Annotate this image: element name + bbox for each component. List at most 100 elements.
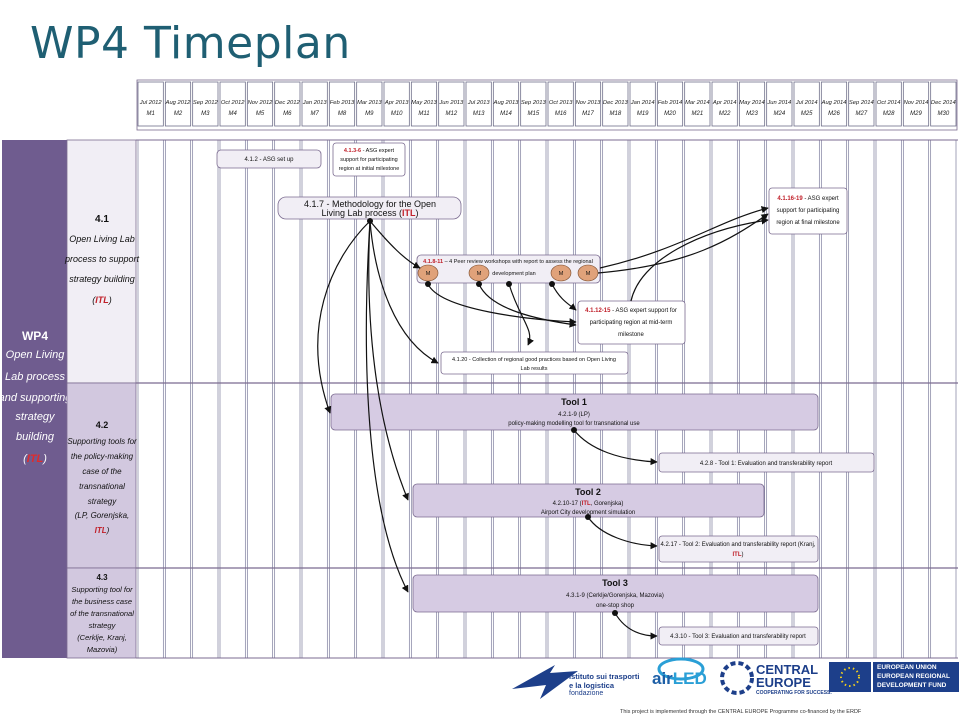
svg-text:4.1.3-6 - ASG expert: 4.1.3-6 - ASG expert <box>344 148 395 154</box>
wp4-line: building <box>16 431 55 443</box>
month-date-label: Jan 2013 <box>302 100 328 106</box>
section-43-cell <box>66 567 137 659</box>
month-cell <box>246 81 274 127</box>
section-41-label: 4.1 Open Living Lab process to support s… <box>64 214 140 305</box>
month-number-label: M1 <box>146 111 154 117</box>
milestone-markers: M M M M <box>417 264 599 282</box>
month-date-label: Jan 2014 <box>630 100 655 106</box>
svg-text:4.1.2 - ASG set up: 4.1.2 - ASG set up <box>244 157 294 163</box>
month-number-label: M5 <box>256 111 265 117</box>
month-cell <box>766 81 793 127</box>
month-cell <box>656 81 684 127</box>
svg-text:Mazovia): Mazovia) <box>87 645 118 654</box>
wp4-column <box>2 140 67 658</box>
month-date-label: Sep 2013 <box>521 100 547 106</box>
svg-text:4.2.1-9 (LP): 4.2.1-9 (LP) <box>558 412 590 418</box>
svg-text:region at initial milestone: region at initial milestone <box>339 166 400 172</box>
eu-name: DEVELOPMENT FUND <box>877 682 947 689</box>
month-cell <box>465 81 492 127</box>
month-date-label: Dec 2014 <box>931 100 956 106</box>
month-cell <box>438 81 465 127</box>
month-number-label: M3 <box>201 111 210 117</box>
section-42-label: 4.2 Supporting tools for the policy-maki… <box>67 420 137 535</box>
activity-4-1-3-6 <box>332 142 406 177</box>
month-date-label: Aug 2012 <box>165 100 192 106</box>
svg-text:participating region at mid-te: participating region at mid-term <box>590 320 673 326</box>
svg-text:4.3.1-9 (Cerklje/Gorenjska, Ma: 4.3.1-9 (Cerklje/Gorenjska, Mazovia) <box>566 593 664 599</box>
month-number-label: M2 <box>174 111 183 117</box>
svg-text:policy-making modelling tool f: policy-making modelling tool for transna… <box>508 421 640 427</box>
month-number-label: M24 <box>773 111 785 117</box>
month-number-label: M26 <box>828 111 840 117</box>
month-date-label: Jul 2014 <box>795 100 818 106</box>
wp4-line: and supporting <box>0 392 72 404</box>
month-cell <box>902 81 930 127</box>
month-date-label: Jul 2012 <box>139 100 163 106</box>
svg-text:M: M <box>426 271 431 277</box>
month-cell <box>820 81 848 127</box>
month-number-label: M29 <box>910 111 922 117</box>
month-date-label: Jun 2013 <box>438 100 464 106</box>
month-number-label: M23 <box>746 111 758 117</box>
month-number-label: M14 <box>500 111 512 117</box>
svg-text:milestone: milestone <box>618 332 644 338</box>
month-number-label: M22 <box>719 111 731 117</box>
svg-text:case of the: case of the <box>82 467 122 476</box>
month-cell <box>738 81 766 127</box>
month-cell <box>164 81 192 127</box>
month-date-label: Sep 2012 <box>193 100 219 106</box>
milestone-marker <box>550 264 572 282</box>
svg-text:support for participating: support for participating <box>340 157 397 163</box>
eu-name: EUROPEAN REGIONAL <box>877 673 950 680</box>
svg-text:4.2.8 - Tool 1: Evaluation and: 4.2.8 - Tool 1: Evaluation and transfera… <box>700 461 833 467</box>
central-europe-logo-icon <box>720 661 754 695</box>
svg-text:Lab results: Lab results <box>521 366 548 372</box>
svg-text:transnational: transnational <box>79 482 125 491</box>
svg-text:4.3.10 - Tool 3: Evaluation an: 4.3.10 - Tool 3: Evaluation and transfer… <box>670 634 806 640</box>
istituto-name: istituto sui trasporti <box>569 672 640 681</box>
airled-logo-icon <box>657 657 705 681</box>
month-number-label: M7 <box>310 111 319 117</box>
wp4-title: WP4 <box>22 329 48 343</box>
eu-flag-icon <box>829 662 871 692</box>
month-number-label: M16 <box>555 111 567 117</box>
month-date-label: Mar 2014 <box>685 100 710 106</box>
month-number-label: M13 <box>473 111 485 117</box>
svg-text:process to support: process to support <box>64 254 140 264</box>
svg-text:4.1.7 - Methodology for the Op: 4.1.7 - Methodology for the Open <box>304 199 436 209</box>
svg-text:support for participating: support for participating <box>777 208 840 214</box>
svg-text:4.2.17 - Tool 2: Evaluation an: 4.2.17 - Tool 2: Evaluation and transfer… <box>661 542 816 548</box>
month-date-label: Dec 2013 <box>603 100 629 106</box>
svg-text:Supporting tool for: Supporting tool for <box>71 585 133 594</box>
svg-text:4.1.12-15 - ASG expert support: 4.1.12-15 - ASG expert support for <box>585 308 677 314</box>
month-cell <box>492 81 520 127</box>
section-42-cell <box>66 382 137 569</box>
month-number-label: M25 <box>801 111 813 117</box>
month-number-label: M18 <box>609 111 621 117</box>
month-number-label: M21 <box>691 111 703 117</box>
month-date-label: Aug 2014 <box>821 100 847 106</box>
month-cell <box>684 81 711 127</box>
svg-text:strategy: strategy <box>89 621 117 630</box>
svg-text:M: M <box>559 271 564 277</box>
month-cell <box>930 81 957 127</box>
section-43-label: 4.3 Supporting tool for the business cas… <box>70 573 134 654</box>
month-date-label: May 2014 <box>739 100 764 106</box>
central-europe-tagline: COOPERATING FOR SUCCESS. <box>756 690 832 696</box>
svg-text:(Cerklje, Kranj,: (Cerklje, Kranj, <box>77 633 127 642</box>
month-date-label: Nov 2013 <box>576 100 602 106</box>
month-cell <box>520 81 547 127</box>
central-europe-name: CENTRAL <box>756 662 819 677</box>
svg-text:Airport City development simul: Airport City development simulation <box>541 510 635 516</box>
month-cell <box>410 81 438 127</box>
month-number-label: M8 <box>338 111 347 117</box>
month-cell <box>574 81 602 127</box>
svg-text:the policy-making: the policy-making <box>71 452 134 461</box>
month-date-label: May 2013 <box>411 100 437 106</box>
month-cell <box>301 81 328 127</box>
dependency-arrows <box>317 206 769 640</box>
wp4-label: WP4 Open Living Lab process and supporti… <box>0 329 72 465</box>
activity-4-3-10 <box>658 626 819 646</box>
activity-4-1-16-19 <box>768 187 848 235</box>
